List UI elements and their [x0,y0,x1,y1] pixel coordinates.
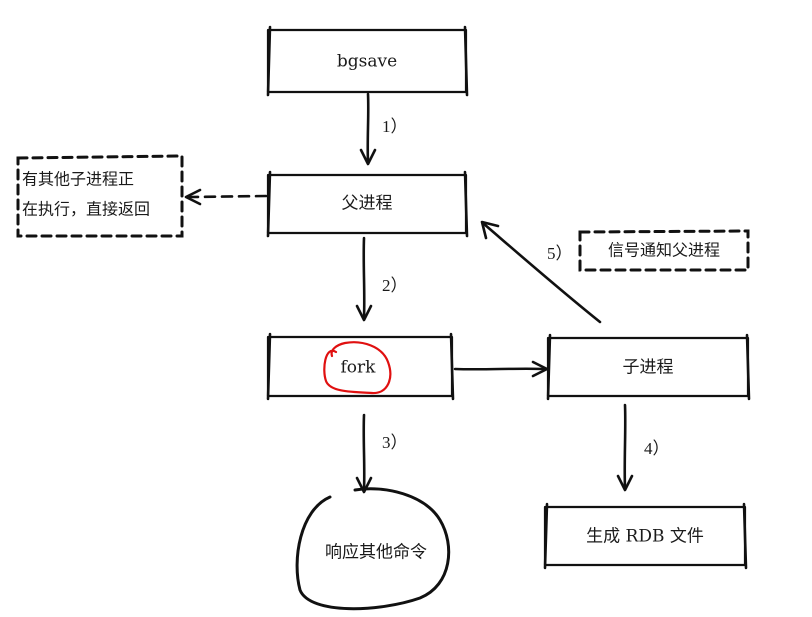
note-other-child-running-line2: 在执行，直接返回 [22,200,150,219]
step-5-label: 5） [547,244,573,263]
step-4-label: 4） [644,439,670,458]
node-respond-other-commands-label: 响应其他命令 [325,543,427,563]
fork-highlight-circle [323,341,392,395]
node-child-process-label: 子进程 [623,358,674,378]
note-other-child-running: 有其他子进程正 在执行，直接返回 [16,154,184,238]
node-parent-process: 父进程 [266,170,469,238]
edge-fork-to-child [453,360,549,378]
node-parent-process-label: 父进程 [342,194,393,214]
node-fork: fork [266,332,455,401]
node-child-process: 子进程 [546,333,751,401]
note-signal-parent-label: 信号通知父进程 [608,241,720,260]
step-2-label: 2） [382,276,408,295]
node-generate-rdb-label: 生成 RDB 文件 [586,527,704,547]
edge-parent-to-busy-note [184,188,268,206]
edge-child-to-rdb [616,403,634,492]
edge-child-to-parent [480,220,602,324]
node-generate-rdb: 生成 RDB 文件 [543,502,748,570]
note-signal-parent: 信号通知父进程 [578,229,750,272]
edge-bgsave-to-parent [359,92,377,166]
node-bgsave-label: bgsave [337,52,397,72]
node-bgsave: bgsave [266,25,469,97]
note-other-child-running-line1: 有其他子进程正 [22,170,134,189]
step-1-label: 1） [382,117,408,136]
node-respond-other-commands: 响应其他命令 [295,487,451,611]
step-3-label: 3） [382,433,408,452]
edge-parent-to-fork [355,236,373,322]
node-fork-label: fork [341,358,377,378]
edge-fork-to-respond [355,413,373,494]
